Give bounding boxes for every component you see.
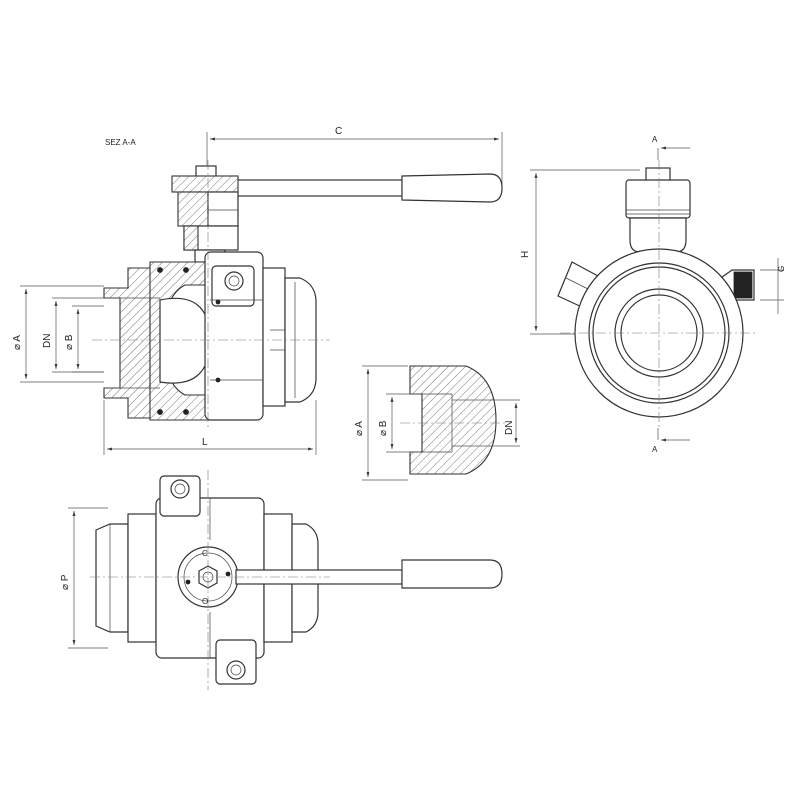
section-title: SEZ A-A <box>105 138 136 147</box>
dimension-l-label: L <box>202 437 208 448</box>
section-mark-bottom-label: A <box>652 445 658 454</box>
detail-dimension-dia-b: ⌀ B <box>378 393 420 453</box>
dimension-dia-a: ⌀ A <box>12 285 104 383</box>
dimension-dia-a-label: ⌀ A <box>12 335 23 350</box>
detail-dimension-dia-a: ⌀ A <box>354 365 408 481</box>
seat-detail-view: ⌀ A ⌀ B DN <box>354 365 520 481</box>
stem-housing <box>171 165 239 263</box>
detail-dimension-dia-a-label: ⌀ A <box>354 421 365 436</box>
dimension-g: G <box>760 258 786 314</box>
handle-mark-o: O <box>202 597 208 606</box>
dimension-dia-p: ⌀ P <box>60 507 108 649</box>
section-view: SEZ A-A C <box>12 126 503 455</box>
valve-body-section <box>103 251 317 421</box>
section-mark-top: A <box>652 135 690 160</box>
top-view: ⌀ P C O <box>60 470 503 690</box>
dimension-dn-label: DN <box>42 334 53 348</box>
detail-dimension-dn: DN <box>452 399 520 447</box>
dimension-dia-b: ⌀ B <box>64 305 104 373</box>
dimension-g-label: G <box>777 266 786 272</box>
detail-dimension-dn-label: DN <box>504 421 515 435</box>
side-view: A A H G <box>520 135 786 454</box>
section-mark-top-label: A <box>652 135 658 144</box>
dimension-h-label: H <box>520 251 531 258</box>
dimension-dia-p-label: ⌀ P <box>60 574 71 590</box>
detail-dimension-dia-b-label: ⌀ B <box>378 420 389 436</box>
lever-handle <box>236 173 503 203</box>
handle-mark-c: C <box>202 549 208 558</box>
section-mark-bottom: A <box>652 428 690 454</box>
dimension-l: L <box>103 400 317 455</box>
dimension-c-label: C <box>335 126 342 137</box>
dimension-dia-b-label: ⌀ B <box>64 334 75 350</box>
